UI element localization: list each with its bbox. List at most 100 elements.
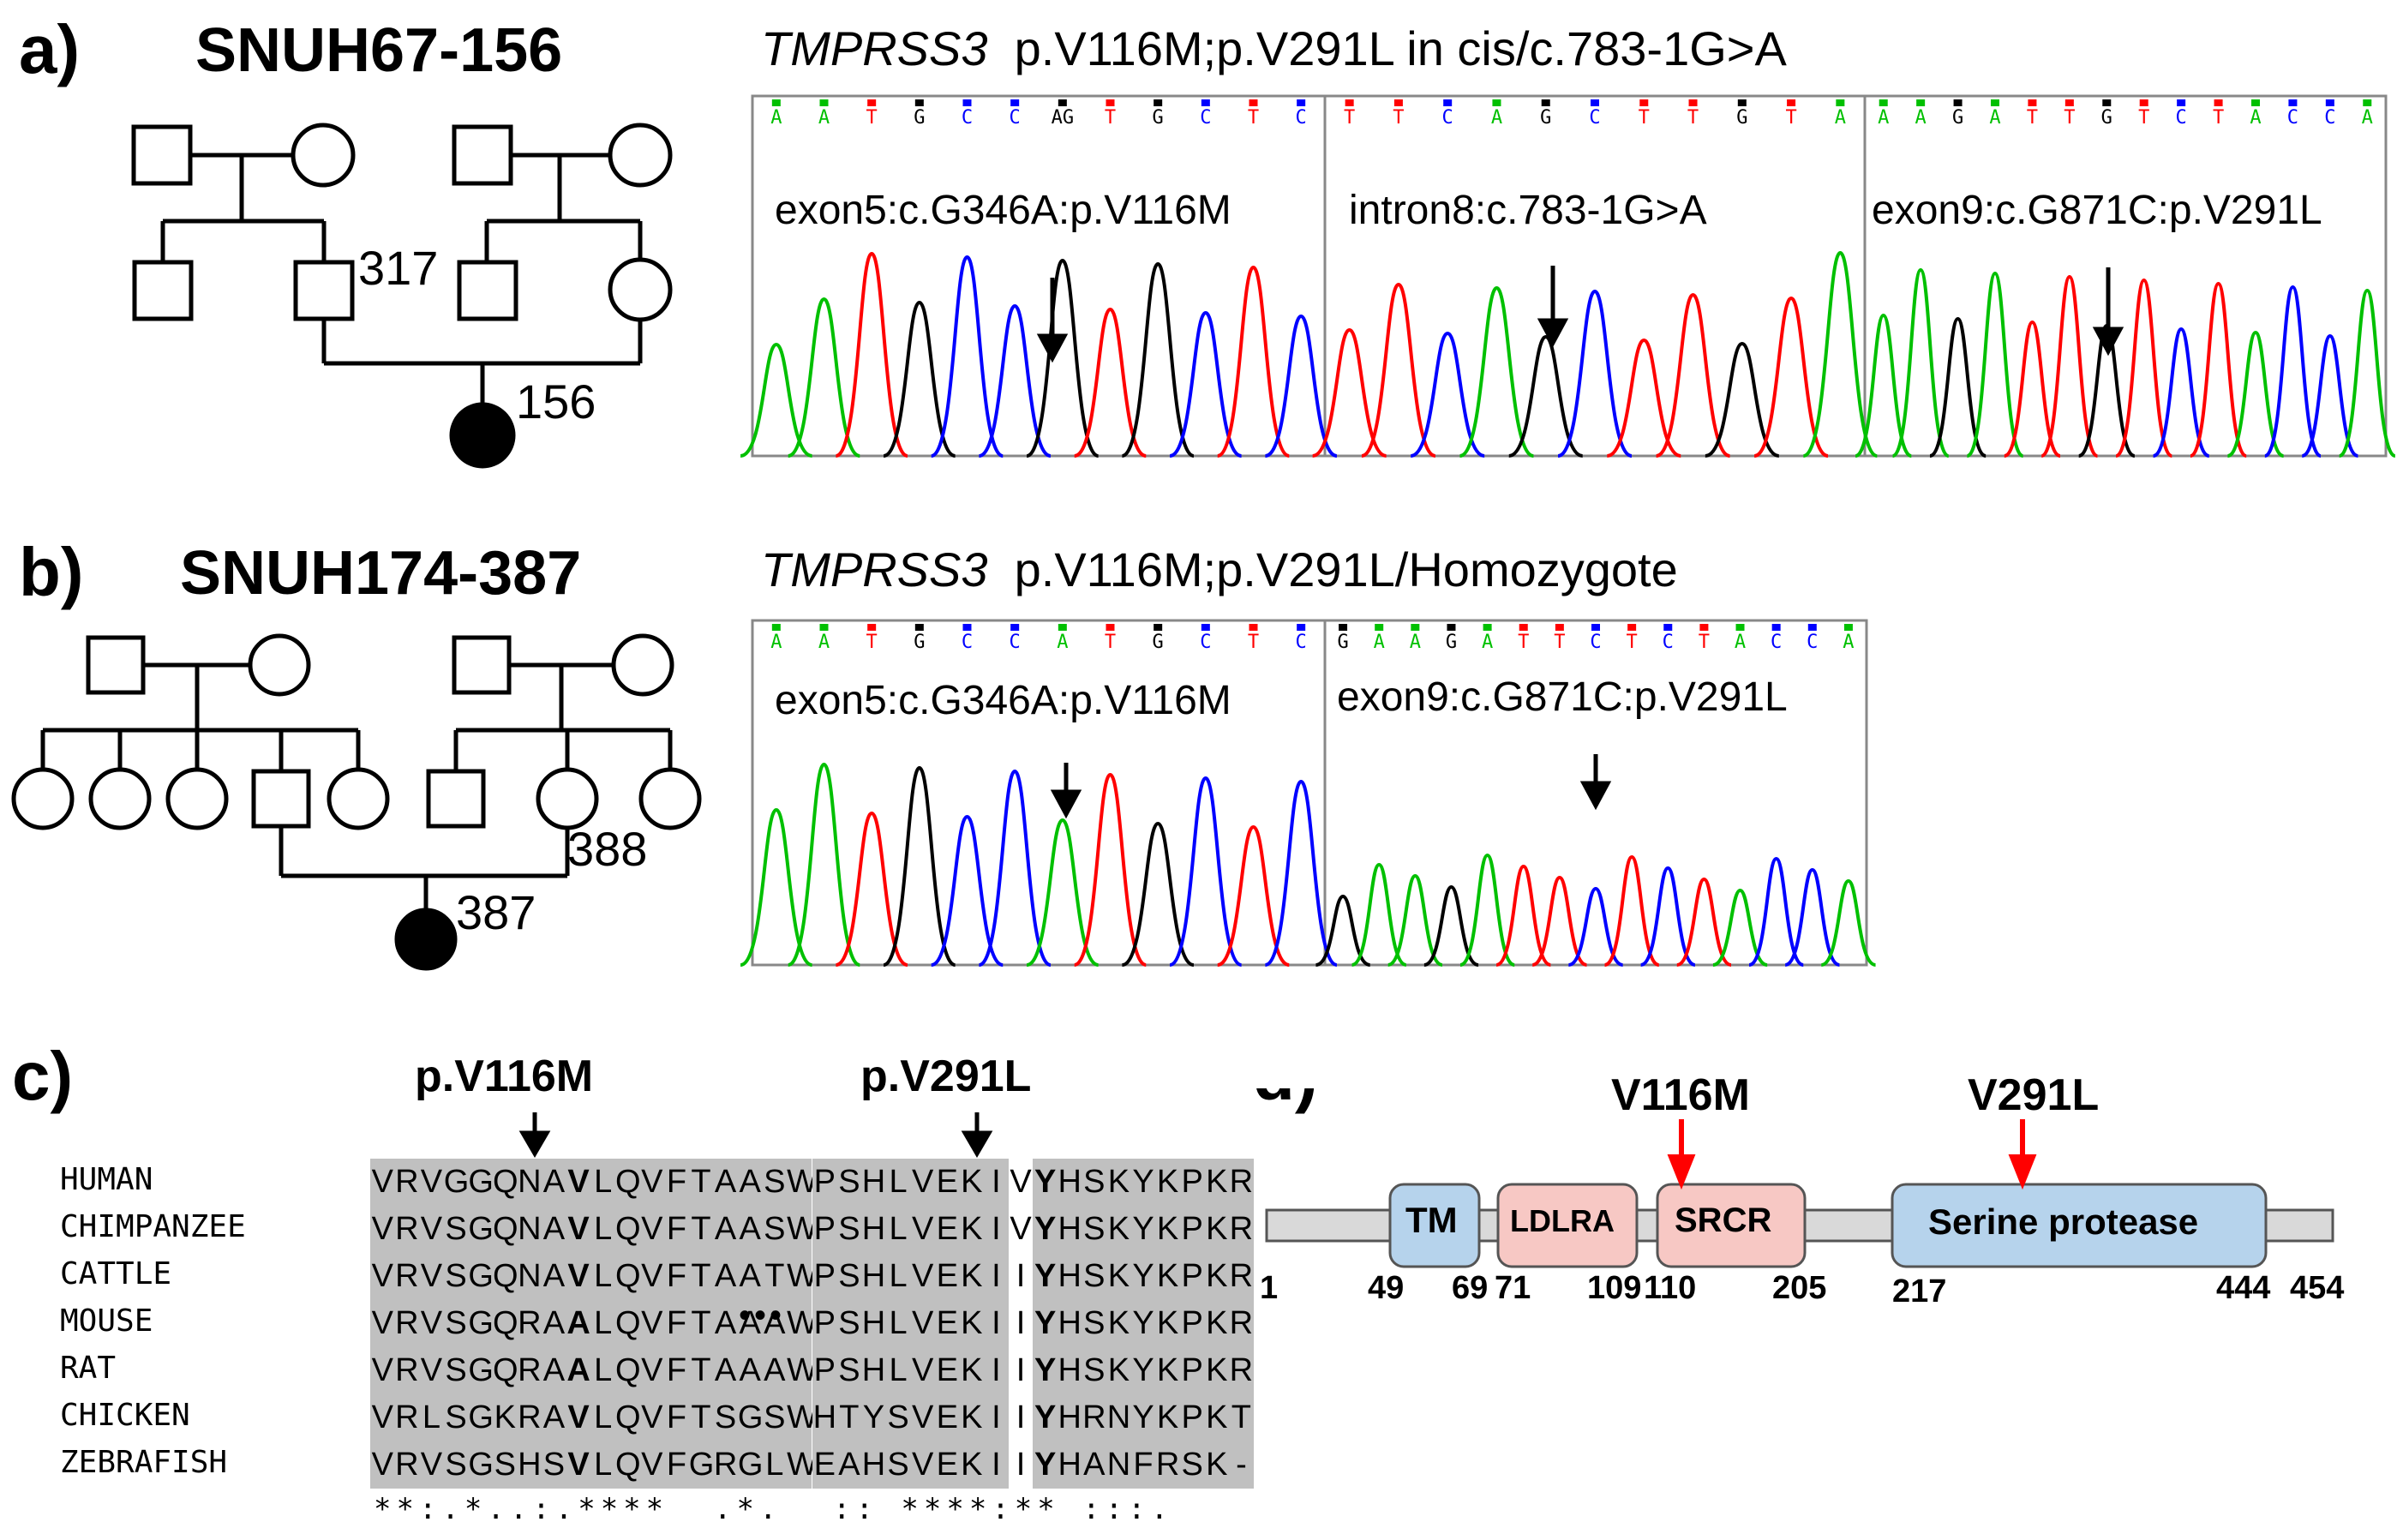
- residue: R: [1229, 1159, 1254, 1206]
- spacer: [1061, 1037, 1489, 1088]
- base-marker: [1879, 99, 1888, 106]
- site-label-v291l: p.V291L: [860, 1052, 1032, 1101]
- residue: L: [419, 1394, 444, 1441]
- base-marker: [1393, 99, 1403, 106]
- base-call: A: [770, 107, 782, 129]
- residue: V: [910, 1253, 935, 1300]
- species-label: CATTLE: [60, 1256, 172, 1291]
- trace-peak: [1026, 258, 1100, 458]
- panel-c-label: c): [12, 1038, 74, 1114]
- residue: Y: [1033, 1441, 1058, 1489]
- residue: L: [590, 1394, 615, 1441]
- red-arrow-v116m-icon: [1667, 1119, 1696, 1190]
- residue: K: [1155, 1206, 1180, 1253]
- residue: F: [664, 1347, 689, 1394]
- residue: P: [1179, 1253, 1205, 1300]
- residue: W: [787, 1206, 818, 1253]
- residue: I: [984, 1347, 1009, 1394]
- pedigree-male: [452, 635, 512, 695]
- base-marker: [2064, 99, 2074, 106]
- base-call: G: [1540, 107, 1551, 129]
- residue: Q: [492, 1159, 518, 1206]
- base-call: G: [1952, 107, 1963, 129]
- residue: A: [713, 1159, 738, 1206]
- base-marker: [2251, 99, 2260, 106]
- residue: V: [566, 1394, 591, 1441]
- residue: V: [566, 1159, 591, 1206]
- residue: R: [394, 1159, 420, 1206]
- base-marker: [1411, 624, 1420, 631]
- residue: S: [762, 1206, 788, 1253]
- residue: A: [713, 1347, 738, 1394]
- base-marker: [1447, 624, 1456, 631]
- residue: V: [639, 1394, 665, 1441]
- pedigree-male: [251, 769, 311, 829]
- consensus-row-1: **:.*..:.**** .*.: [374, 1492, 782, 1526]
- base-marker: [1339, 624, 1348, 631]
- base-marker: [1345, 99, 1354, 106]
- residue: E: [934, 1300, 960, 1347]
- pedigree-male-317: [293, 260, 355, 321]
- base-call: A: [1374, 632, 1385, 653]
- residue: R: [1229, 1253, 1254, 1300]
- residue: F: [664, 1253, 689, 1300]
- variant-title-b: TMPRSS3 p.V116M;p.V291L/Homozygote: [761, 542, 1678, 597]
- trace-peak: [883, 765, 956, 967]
- residue: P: [812, 1300, 837, 1347]
- residue: Y: [1033, 1206, 1058, 1253]
- residue: L: [590, 1206, 615, 1253]
- residue: V: [639, 1347, 665, 1394]
- residue: H: [1057, 1300, 1082, 1347]
- base-call: A: [1989, 107, 2000, 129]
- residue: L: [885, 1300, 911, 1347]
- residue: K: [959, 1441, 985, 1489]
- base-marker: [2325, 99, 2334, 106]
- base-marker: [1541, 99, 1550, 106]
- residue: P: [812, 1206, 837, 1253]
- species-label: MOUSE: [60, 1303, 153, 1339]
- residue: K: [1155, 1394, 1180, 1441]
- residue: V: [419, 1300, 444, 1347]
- base-marker: [1555, 624, 1564, 631]
- base-call: T: [1699, 632, 1710, 653]
- trace-peak: [1264, 779, 1338, 967]
- base-call: C: [1807, 632, 1818, 653]
- residue: V: [370, 1206, 395, 1253]
- trace-peak: [1802, 250, 1879, 458]
- position-label: 69: [1452, 1270, 1489, 1306]
- residue: L: [590, 1300, 615, 1347]
- trace-peak: [931, 814, 1004, 967]
- base-call: G: [2101, 107, 2112, 129]
- residue: K: [1204, 1300, 1230, 1347]
- position-label: 205: [1772, 1270, 1827, 1306]
- residue: V: [910, 1206, 935, 1253]
- base-call: T: [1248, 632, 1259, 653]
- base-marker: [1735, 624, 1745, 631]
- base-call: G: [1153, 632, 1164, 653]
- base-marker: [1591, 99, 1599, 106]
- residue: V: [639, 1300, 665, 1347]
- residue: I: [1008, 1300, 1034, 1347]
- residue: Q: [492, 1347, 518, 1394]
- trace-peak: [1264, 314, 1338, 458]
- residue: V: [419, 1159, 444, 1206]
- base-marker: [914, 99, 924, 106]
- base-marker: [2139, 99, 2148, 106]
- trace-peak: [1410, 331, 1485, 458]
- residue: A: [542, 1253, 566, 1300]
- residue: F: [664, 1300, 689, 1347]
- residue: V: [370, 1347, 395, 1394]
- base-call: T: [1393, 107, 1404, 129]
- base-marker: [2214, 99, 2223, 106]
- arrow-down-icon: [1050, 763, 1082, 819]
- residue: A: [542, 1300, 566, 1347]
- residue: Q: [492, 1206, 518, 1253]
- residue: V: [639, 1253, 665, 1300]
- residue: V: [910, 1441, 935, 1489]
- base-call: A: [1482, 632, 1493, 653]
